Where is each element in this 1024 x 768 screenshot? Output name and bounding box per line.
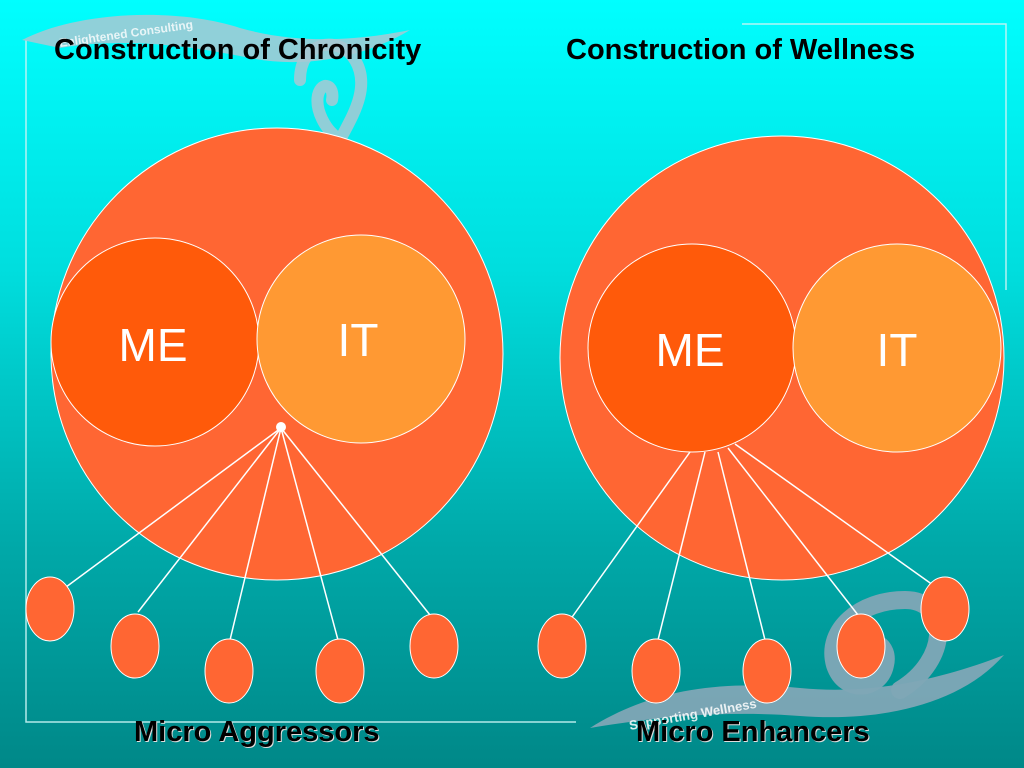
wellness-connectors xyxy=(569,443,941,641)
wellness-it-circle xyxy=(792,243,1002,453)
left-title: Construction of Chronicity xyxy=(54,34,422,66)
micro-enhancer-node xyxy=(631,638,681,704)
micro-enhancer-node xyxy=(920,576,970,642)
chronicity-hub-dot xyxy=(276,422,286,432)
micro-aggressor-node xyxy=(110,613,160,679)
micro-aggressor-node xyxy=(315,638,365,704)
micro-enhancer-nodes xyxy=(537,576,970,704)
swirl-logo-top: Enlightened Consulting xyxy=(22,14,410,149)
chronicity-it-circle xyxy=(256,234,466,444)
wellness-me-label: ME xyxy=(655,324,725,376)
micro-enhancer-node xyxy=(742,638,792,704)
micro-aggressor-nodes xyxy=(25,576,459,704)
micro-aggressor-node xyxy=(204,638,254,704)
right-title: Construction of Wellness xyxy=(566,34,916,66)
chronicity-connectors xyxy=(61,427,431,641)
micro-enhancer-node xyxy=(537,613,587,679)
micro-enhancer-node xyxy=(836,613,886,679)
chronicity-it-label: IT xyxy=(337,314,379,366)
left-caption: Micro Aggressors xyxy=(134,716,380,748)
micro-aggressor-node xyxy=(25,576,75,642)
wellness-it-label: IT xyxy=(876,324,918,376)
slide-frame xyxy=(25,23,1007,723)
micro-aggressor-node xyxy=(409,613,459,679)
chronicity-me-label: ME xyxy=(118,319,188,371)
right-caption: Micro Enhancers xyxy=(636,716,870,748)
